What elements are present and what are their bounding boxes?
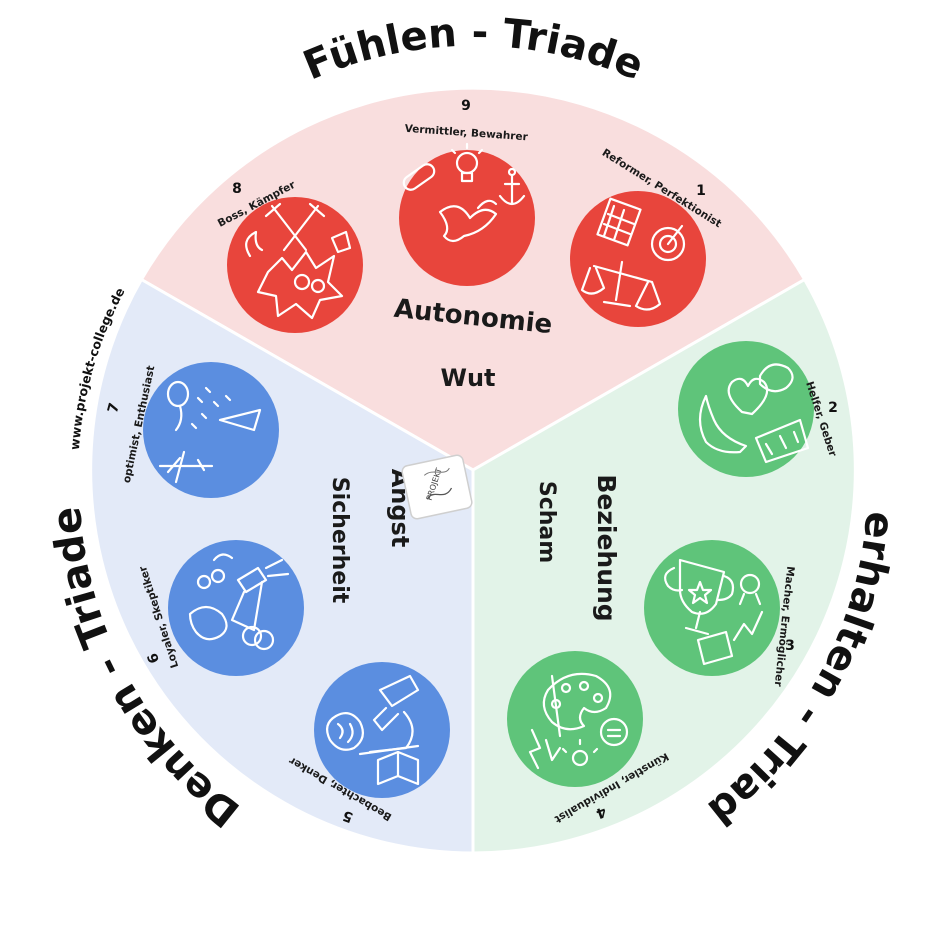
type-3-number: 3 [785,638,795,654]
party-airplane-icon [158,380,262,484]
type-2-number: 2 [828,400,838,416]
heart-hand-icon [698,363,810,464]
type-3-circle: 3 Macher, Ermöglicher [644,540,796,688]
doing-emotion: Scham [534,481,559,563]
swords-explosion-icon [245,202,352,320]
dove-bandage-anchor-icon [402,142,526,243]
microscope-book-icon [325,674,420,786]
lighthouse-rings-icon [188,553,290,651]
type-1-number: 1 [696,183,706,199]
type-9-number: 9 [461,98,471,114]
feeling-triad-title: Fühlen - Triade [297,10,650,90]
type-8-number: 8 [232,181,242,197]
doing-theme: Beziehung [592,474,621,621]
feeling-emotion: Wut [440,364,495,392]
palette-icon [528,672,629,770]
scale-target-icon [580,197,686,311]
trophy-icon [664,558,764,666]
projekt-college-logo: PROJEKT [401,454,473,520]
type-9-circle: 9 Vermittler, Bewahrer [399,98,535,286]
type-7-number: 7 [105,401,123,415]
thinking-theme: Sicherheit [327,477,352,604]
